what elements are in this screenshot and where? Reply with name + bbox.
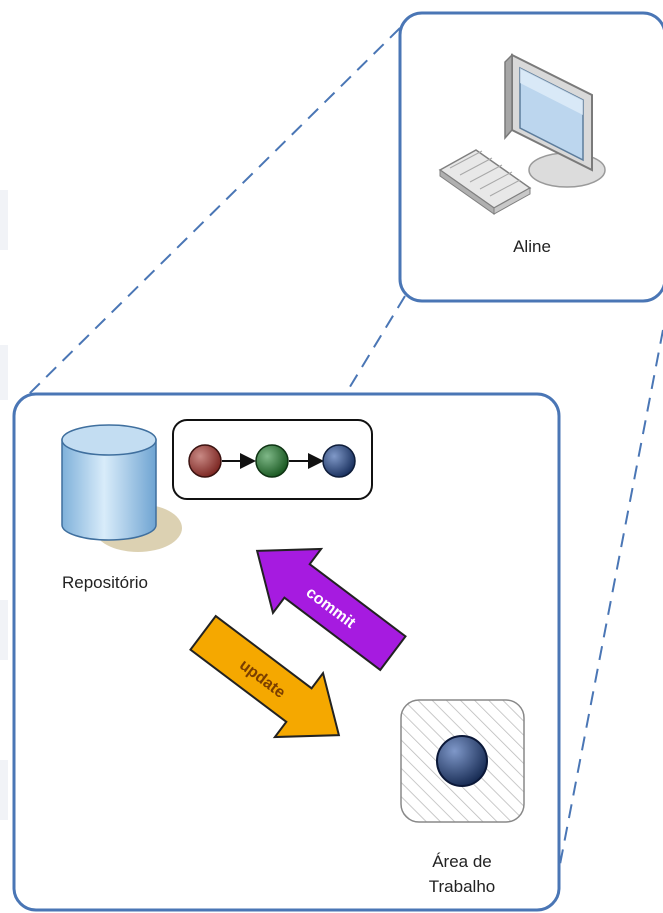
- revision-node-3: [322, 444, 356, 478]
- computer-frame: [398, 11, 663, 303]
- background-stripe: [0, 760, 8, 820]
- working-copy-node: [436, 735, 488, 787]
- repository-label: Repositório: [62, 573, 148, 592]
- working-area-icon: [400, 699, 525, 823]
- connector-left-outer: [27, 27, 401, 396]
- connector-right: [556, 329, 663, 881]
- computer-user-label: Aline: [513, 237, 551, 256]
- computer-illustration: [438, 53, 606, 215]
- background-stripe: [0, 190, 8, 250]
- update-arrow: update: [189, 614, 341, 739]
- working-area-label-line1: Área de: [432, 852, 492, 871]
- revision-node-2: [255, 444, 289, 478]
- background-stripe: [0, 345, 8, 400]
- revision-node-1: [188, 444, 222, 478]
- database-icon: [61, 424, 182, 552]
- revision-history: [172, 419, 373, 500]
- monitor-icon: [504, 53, 593, 172]
- keyboard-icon: [438, 149, 532, 215]
- background-stripe: [0, 600, 8, 660]
- dashed-connector-lines: [27, 27, 663, 881]
- connector-left-inner: [344, 295, 406, 396]
- working-area-label-line2: Trabalho: [428, 877, 496, 896]
